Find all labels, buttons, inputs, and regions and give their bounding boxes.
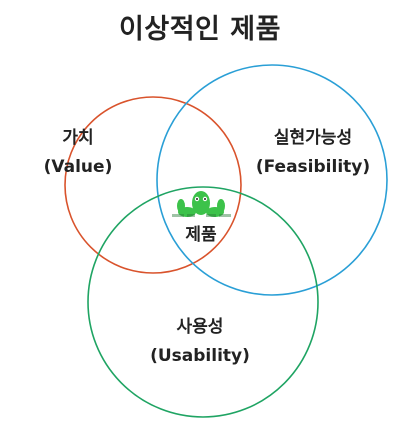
feasibility-label: 실현가능성 <box>274 128 352 148</box>
center-label: 제품 <box>185 225 217 245</box>
usability-label: 사용성 <box>177 317 224 337</box>
usability-circle <box>87 186 319 418</box>
value-sublabel: (Value) <box>44 157 113 177</box>
feasibility-circle <box>156 64 388 296</box>
green-mascot-icon <box>177 191 225 217</box>
usability-sublabel: (Usability) <box>150 346 250 366</box>
diagram-title: 이상적인 제품 <box>119 14 281 45</box>
mascot-caption-decoration <box>172 214 231 217</box>
value-circle <box>64 96 242 274</box>
feasibility-sublabel: (Feasibility) <box>256 157 370 177</box>
value-label: 가치 <box>62 128 93 148</box>
